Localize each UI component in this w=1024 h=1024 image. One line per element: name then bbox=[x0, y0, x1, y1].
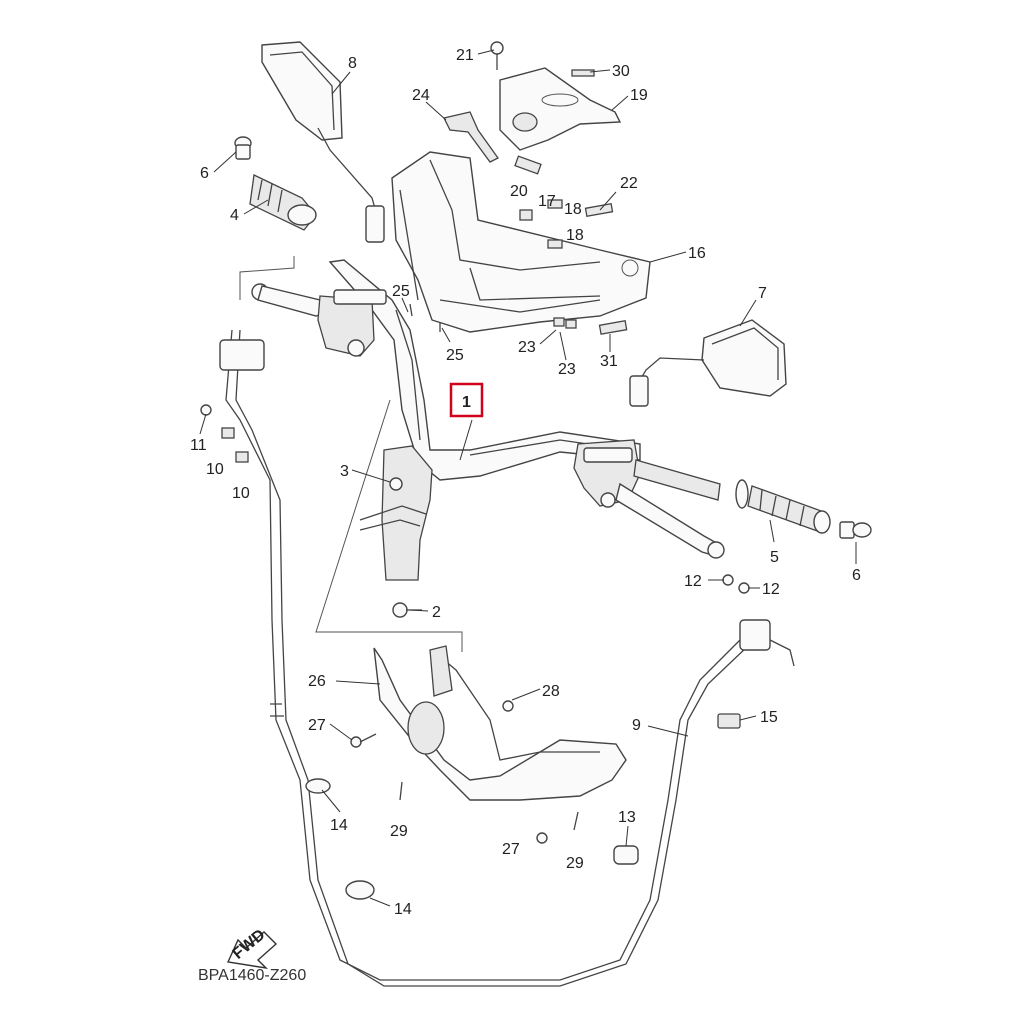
part-label-11[interactable]: 11 bbox=[190, 437, 207, 454]
part-label-23-a[interactable]: 23 bbox=[518, 339, 536, 356]
part-label-10-b[interactable]: 10 bbox=[232, 485, 250, 502]
diagram-code: BPA1460-Z260 bbox=[198, 967, 306, 984]
part-label-14-b[interactable]: 14 bbox=[394, 901, 412, 918]
part-label-14-a[interactable]: 14 bbox=[330, 817, 348, 834]
part-label-5[interactable]: 5 bbox=[770, 549, 779, 566]
part-label-12-b[interactable]: 12 bbox=[762, 581, 780, 598]
small-parts-cover bbox=[409, 41, 628, 335]
part-label-30[interactable]: 30 bbox=[612, 63, 630, 80]
right-mirror[interactable] bbox=[629, 319, 787, 407]
part-label-26[interactable]: 26 bbox=[308, 673, 326, 690]
part-label-24[interactable]: 24 bbox=[412, 87, 430, 104]
part-label-12-a[interactable]: 12 bbox=[684, 573, 702, 590]
part-label-1[interactable]: 1 bbox=[462, 394, 471, 411]
part-label-28[interactable]: 28 bbox=[542, 683, 560, 700]
part-label-16[interactable]: 16 bbox=[688, 245, 706, 262]
inner-panel[interactable] bbox=[350, 645, 627, 844]
part-label-10-a[interactable]: 10 bbox=[206, 461, 224, 478]
right-end-cap[interactable] bbox=[839, 521, 872, 539]
part-label-15[interactable]: 15 bbox=[760, 709, 778, 726]
part-label-25-a[interactable]: 25 bbox=[392, 283, 410, 300]
part-label-9[interactable]: 9 bbox=[632, 717, 641, 734]
left-end-cap[interactable] bbox=[234, 136, 252, 160]
part-label-4[interactable]: 4 bbox=[230, 207, 239, 224]
bracket-24[interactable] bbox=[443, 111, 499, 163]
fwd-arrow: FWD bbox=[226, 926, 278, 970]
part-label-6-right[interactable]: 6 bbox=[852, 567, 861, 584]
part-label-21[interactable]: 21 bbox=[456, 47, 474, 64]
part-labels: 1 2 3 4 5 6 6 7 8 9 10 10 11 12 12 13 14… bbox=[190, 47, 861, 918]
part-label-29-a[interactable]: 29 bbox=[390, 823, 408, 840]
part-label-20[interactable]: 20 bbox=[510, 183, 528, 200]
part-label-17[interactable]: 17 bbox=[538, 193, 556, 210]
left-grip[interactable] bbox=[249, 174, 317, 231]
part-1-highlight-box bbox=[449, 382, 484, 418]
left-bracket[interactable] bbox=[359, 445, 433, 618]
part-label-7[interactable]: 7 bbox=[758, 285, 767, 302]
left-brake-lever[interactable] bbox=[251, 283, 387, 357]
part-label-27-a[interactable]: 27 bbox=[308, 717, 326, 734]
part-label-18-b[interactable]: 18 bbox=[566, 227, 584, 244]
part-label-8[interactable]: 8 bbox=[348, 55, 357, 72]
right-grip[interactable] bbox=[735, 479, 831, 534]
right-brake-lever[interactable] bbox=[573, 439, 725, 559]
part-label-29-b[interactable]: 29 bbox=[566, 855, 584, 872]
right-cable-fittings[interactable] bbox=[305, 574, 795, 900]
part-label-23-b[interactable]: 23 bbox=[558, 361, 576, 378]
part-label-6-left[interactable]: 6 bbox=[200, 165, 209, 182]
part-label-31[interactable]: 31 bbox=[600, 353, 618, 370]
part-label-3[interactable]: 3 bbox=[340, 463, 349, 480]
part-label-25-b[interactable]: 25 bbox=[446, 347, 464, 364]
left-cable-bundle[interactable] bbox=[200, 329, 749, 987]
throttle-tube[interactable] bbox=[633, 459, 721, 501]
part-label-18-a[interactable]: 18 bbox=[564, 201, 582, 218]
meter-cover[interactable] bbox=[499, 67, 622, 151]
part-label-2[interactable]: 2 bbox=[432, 604, 441, 621]
left-mirror[interactable] bbox=[261, 41, 385, 243]
part-label-27-b[interactable]: 27 bbox=[502, 841, 520, 858]
part-label-22[interactable]: 22 bbox=[620, 175, 638, 192]
part-label-13[interactable]: 13 bbox=[618, 809, 636, 826]
leader-lines bbox=[199, 49, 857, 907]
reference-lines bbox=[239, 256, 463, 652]
part-label-19[interactable]: 19 bbox=[630, 87, 648, 104]
handlebar-cover-assembly[interactable] bbox=[391, 151, 651, 333]
